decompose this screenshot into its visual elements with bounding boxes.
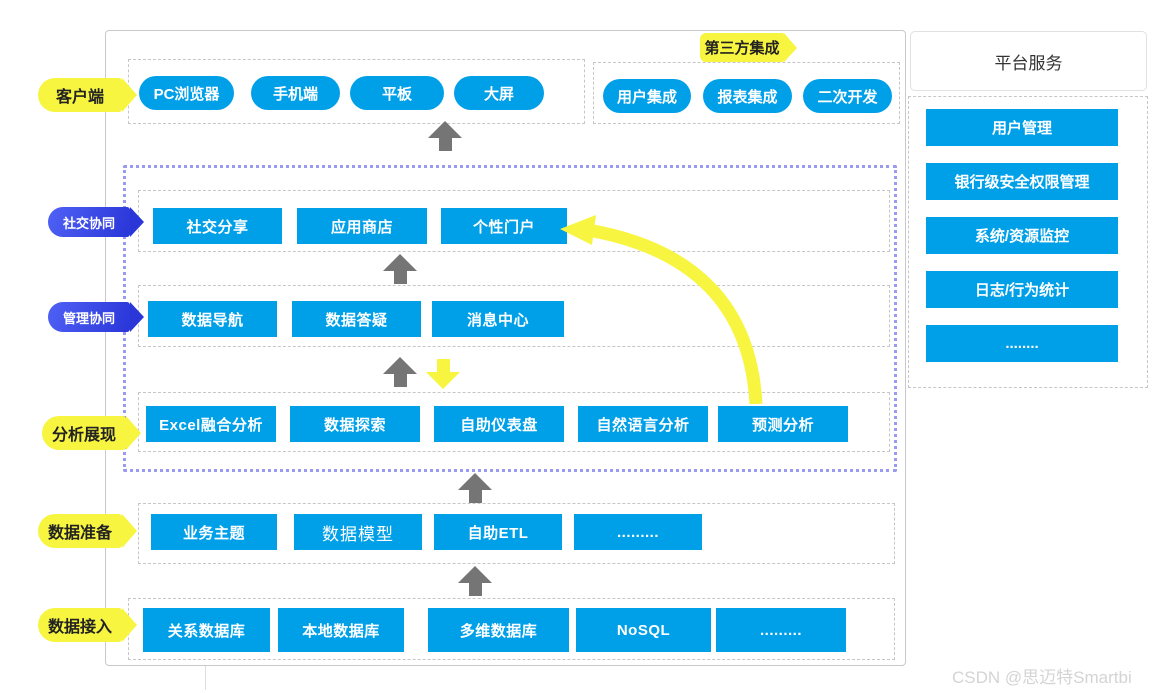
social-share-button[interactable]: 社交分享 xyxy=(153,208,282,244)
self-service-dashboard-button[interactable]: 自助仪表盘 xyxy=(434,406,564,442)
predictive-analysis-button[interactable]: 预测分析 xyxy=(718,406,848,442)
arrow-up-icon xyxy=(458,566,492,596)
platform-more-button[interactable]: ........ xyxy=(926,325,1118,362)
management-collaboration-group: 数据导航 数据答疑 消息中心 xyxy=(138,285,890,347)
csdn-watermark: CSDN @思迈特Smartbi xyxy=(952,668,1132,687)
main-architecture-container xyxy=(105,30,906,666)
data-qa-button[interactable]: 数据答疑 xyxy=(292,301,421,337)
report-integration-button[interactable]: 报表集成 xyxy=(703,79,792,113)
big-screen-button[interactable]: 大屏 xyxy=(454,76,544,110)
layer-tag-social: 社交协同 xyxy=(48,207,144,237)
app-store-button[interactable]: 应用商店 xyxy=(297,208,427,244)
excel-fusion-analysis-button[interactable]: Excel融合分析 xyxy=(146,406,276,442)
business-theme-button[interactable]: 业务主题 xyxy=(151,514,277,550)
data-access-group: 关系数据库 本地数据库 多维数据库 NoSQL ......... xyxy=(128,598,895,660)
data-navigation-button[interactable]: 数据导航 xyxy=(148,301,277,337)
data-model-button[interactable]: 数据模型 xyxy=(294,514,422,550)
pc-browser-button[interactable]: PC浏览器 xyxy=(139,76,234,110)
client-devices-group: PC浏览器 手机端 平板 大屏 xyxy=(128,59,585,124)
access-more-button[interactable]: ......... xyxy=(716,608,846,652)
layer-tag-preparation: 数据准备 xyxy=(38,514,137,548)
local-db-button[interactable]: 本地数据库 xyxy=(278,608,404,652)
layer-tag-management: 管理协同 xyxy=(48,302,144,332)
log-behavior-stats-button[interactable]: 日志/行为统计 xyxy=(926,271,1118,308)
preparation-more-button[interactable]: ......... xyxy=(574,514,702,550)
self-service-etl-button[interactable]: 自助ETL xyxy=(434,514,562,550)
platform-services-group: 用户管理 银行级安全权限管理 系统/资源监控 日志/行为统计 ........ xyxy=(908,96,1148,388)
security-permission-button[interactable]: 银行级安全权限管理 xyxy=(926,163,1118,200)
multidimensional-db-button[interactable]: 多维数据库 xyxy=(428,608,569,652)
user-integration-button[interactable]: 用户集成 xyxy=(603,79,691,113)
message-center-button[interactable]: 消息中心 xyxy=(432,301,564,337)
user-management-button[interactable]: 用户管理 xyxy=(926,109,1118,146)
third-party-group: 用户集成 报表集成 二次开发 xyxy=(593,62,900,124)
arrow-up-icon xyxy=(383,357,417,387)
arrow-up-icon xyxy=(458,473,492,503)
curved-arrow-icon xyxy=(560,215,763,404)
social-collaboration-group: 社交分享 应用商店 个性门户 xyxy=(138,190,890,252)
relational-db-button[interactable]: 关系数据库 xyxy=(143,608,270,652)
data-exploration-button[interactable]: 数据探索 xyxy=(290,406,420,442)
system-resource-monitor-button[interactable]: 系统/资源监控 xyxy=(926,217,1118,254)
layer-tag-access: 数据接入 xyxy=(38,608,137,642)
third-party-integration-tag: 第三方集成 xyxy=(700,33,797,62)
layer-tag-client: 客户端 xyxy=(38,78,137,112)
data-preparation-group: 业务主题 数据模型 自助ETL ......... xyxy=(138,503,895,564)
platform-services-title: 平台服务 xyxy=(910,31,1147,91)
layer-tag-analysis: 分析展现 xyxy=(42,416,141,450)
arrow-up-icon xyxy=(383,254,417,284)
natural-language-analysis-button[interactable]: 自然语言分析 xyxy=(578,406,708,442)
personal-portal-button[interactable]: 个性门户 xyxy=(441,208,567,244)
nosql-button[interactable]: NoSQL xyxy=(576,608,711,652)
tablet-button[interactable]: 平板 xyxy=(350,76,444,110)
arrow-up-icon xyxy=(428,121,462,151)
secondary-dev-button[interactable]: 二次开发 xyxy=(803,79,892,113)
analysis-display-group: Excel融合分析 数据探索 自助仪表盘 自然语言分析 预测分析 xyxy=(138,392,890,452)
arrow-down-icon xyxy=(426,359,460,389)
mobile-button[interactable]: 手机端 xyxy=(251,76,340,110)
